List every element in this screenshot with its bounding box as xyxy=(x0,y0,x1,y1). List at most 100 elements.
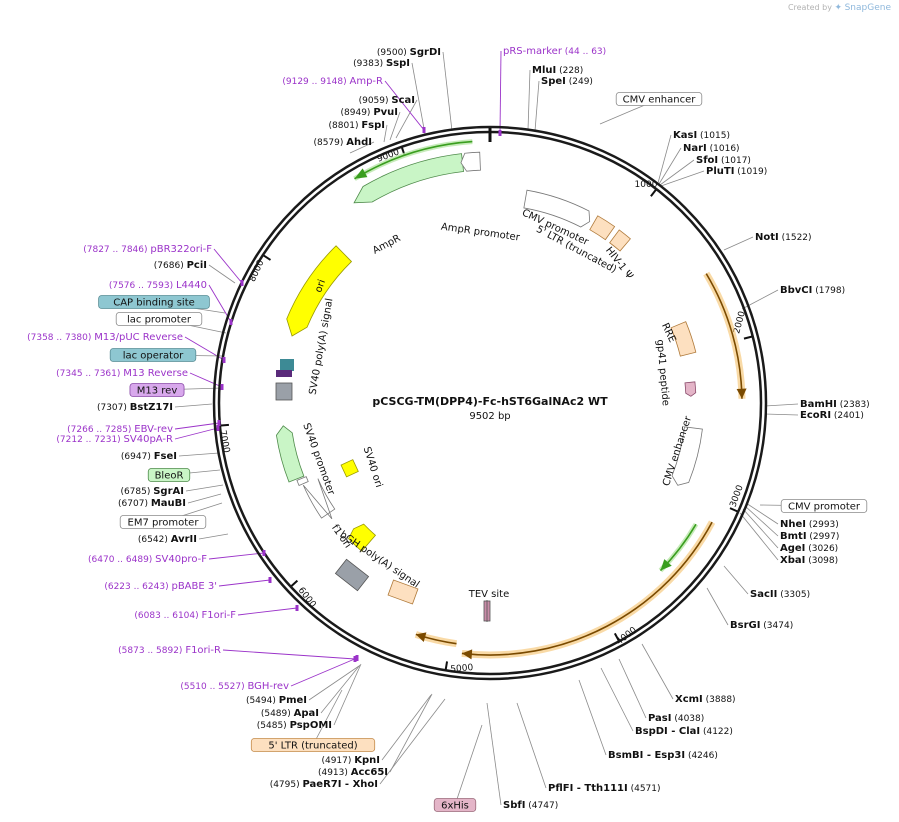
bgh-polya-glyph xyxy=(334,558,370,592)
feature-label-gp41-peptide: gp41 peptide xyxy=(654,339,671,406)
site-label-ecori: EcoRI (2401) xyxy=(800,410,864,421)
site-leader-line xyxy=(411,62,426,135)
site-label-bamhi: BamHI (2383) xyxy=(800,399,870,410)
feature-box-cap-binding-site xyxy=(98,295,210,309)
feature-box-label: lac promoter xyxy=(127,315,192,326)
feature-label-ori: ori xyxy=(313,278,328,294)
site-leader-line xyxy=(187,493,222,504)
site-leader-line xyxy=(764,403,799,407)
site-leader-line xyxy=(739,512,779,561)
site-label-maubi: (6707) MauBI xyxy=(118,498,186,509)
ampr-orf-arc-arrowhead xyxy=(354,168,368,179)
ampr-arrow xyxy=(353,153,464,204)
site-leader-line xyxy=(578,679,607,756)
site-leader-line xyxy=(383,124,388,143)
site-leader-line xyxy=(723,236,754,251)
sv40-polya-glyph xyxy=(275,382,293,401)
feature-label-ampr-promoter: AmpR promoter xyxy=(440,222,521,244)
site-label-scai: (9059) ScaI xyxy=(359,95,415,106)
primer-binding-mark xyxy=(220,384,224,390)
cmv-promoter-arrow xyxy=(523,189,591,228)
site-label-bsrgi: BsrGI (3474) xyxy=(730,620,793,631)
orf-arc-lower-arrowhead xyxy=(461,649,473,660)
primer-label-m13-puc-reverse: (7358 .. 7380) M13/pUC Reverse xyxy=(27,332,183,343)
feature-box-label: CMV promoter xyxy=(788,502,861,513)
feature-box-cmv-promoter xyxy=(780,499,868,513)
f1-ori-arrow xyxy=(348,523,377,552)
feature-label-sv40-ori: SV40 ori xyxy=(361,446,384,489)
feature-box-6xhis xyxy=(433,798,477,812)
rre-glyph xyxy=(670,321,697,357)
tick-mark xyxy=(263,254,272,261)
site-label-nhei: NheI (2993) xyxy=(780,519,839,530)
primer-binding-mark xyxy=(222,357,226,363)
feature-label-tev-site: TEV site xyxy=(468,589,510,600)
feature-box-lac-operator xyxy=(109,348,197,362)
site-leader-line xyxy=(534,80,540,132)
site-label-paer7i-xhoi: (4795) PaeR7I - XhoI xyxy=(270,779,378,790)
orf-arc-lower-2-arrowhead xyxy=(415,632,427,642)
primer-label-pbabe-3: (6223 .. 6243) pBABE 3' xyxy=(104,581,217,592)
primer-leader-line xyxy=(174,427,219,440)
site-leader-line xyxy=(486,702,502,806)
site-leader-line xyxy=(198,533,229,540)
tick-mark xyxy=(444,661,449,670)
tick-mark xyxy=(743,335,752,340)
site-label-acc65i: (4913) Acc65I xyxy=(318,767,388,778)
site-leader-line xyxy=(389,693,433,773)
site-label-sgrai: (6785) SgrAI xyxy=(120,486,184,497)
site-leader-line xyxy=(320,664,361,714)
site-label-kasi: KasI (1015) xyxy=(673,130,730,141)
site-leader-line xyxy=(659,159,695,186)
primer-label-amp-r: (9129 .. 9148) Amp-R xyxy=(282,76,383,87)
site-label-bmti: BmtI (2997) xyxy=(780,531,839,542)
site-leader-line xyxy=(381,694,432,761)
tick-mark xyxy=(650,189,657,197)
ori-arrow xyxy=(286,245,353,337)
site-leader-line xyxy=(389,111,401,141)
site-leader-line xyxy=(658,147,682,185)
primer-label-m13-reverse: (7345 .. 7361) M13 Reverse xyxy=(56,368,188,379)
cmv-enhancer-arrow xyxy=(671,426,703,486)
tick-label: 5000 xyxy=(450,663,474,675)
feature-label-sv40-promoter: SV40 promoter xyxy=(300,422,336,498)
plasmid-title-group: pCSCG-TM(DPP4)-Fc-hST6GalNAc2 WT 9502 bp xyxy=(372,395,608,422)
hiv-psi-glyph xyxy=(609,229,631,252)
primer-binding-mark xyxy=(240,280,244,286)
site-leader-line xyxy=(641,643,674,700)
site-leader-line xyxy=(442,51,453,132)
feature-label-ampr: AmpR xyxy=(371,233,403,257)
primer-label-f1ori-f: (6083 .. 6104) F1ori-F xyxy=(134,610,236,621)
primer-label-pbr322ori-f: (7827 .. 7846) pBR322ori-F xyxy=(83,244,212,255)
site-label-pasi: PasI (4038) xyxy=(648,713,704,724)
feature-box-label: 5' LTR (truncated) xyxy=(268,741,357,752)
site-leader-line xyxy=(333,663,362,726)
primer-binding-mark xyxy=(295,605,299,611)
primer-label-prs-marker: pRS-marker (44 .. 63) xyxy=(503,46,606,57)
em7-promoter-arrow xyxy=(296,476,309,486)
orf-arc-upper xyxy=(705,273,743,399)
site-label-sfoi: SfoI (1017) xyxy=(696,155,751,166)
tick-label: 1000 xyxy=(635,180,658,190)
site-leader-line xyxy=(706,587,729,626)
site-label-sacii: SacII (3305) xyxy=(750,589,810,600)
site-label-bsmbi-esp3i: BsmBI - Esp3I (4246) xyxy=(608,750,718,761)
primer-binding-mark xyxy=(353,656,357,662)
primer-label-bgh-rev: (5510 .. 5527) BGH-rev xyxy=(180,681,289,692)
site-leader-line xyxy=(657,134,672,184)
site-label-mlui: MluI (228) xyxy=(532,65,583,76)
m13-rev-glyph xyxy=(276,370,292,377)
site-label-bstz17i: (7307) BstZ17I xyxy=(97,402,173,413)
tick-mark xyxy=(220,423,229,427)
lac-operator-glyph xyxy=(280,359,294,371)
site-leader-line xyxy=(600,667,634,732)
feature-box-label: EM7 promoter xyxy=(128,518,200,529)
feature-box-label: BleoR xyxy=(155,471,184,482)
brand-name: SnapGene xyxy=(844,3,891,13)
feature-box-label: 6xHis xyxy=(441,801,469,812)
site-label-pluti: PluTI (1019) xyxy=(706,166,767,177)
gp41-peptide-arrow xyxy=(684,381,697,397)
orf-arc-upper-arrowhead xyxy=(736,388,747,399)
primer-leader-line xyxy=(208,552,265,560)
feature-box-5-ltr-truncated xyxy=(250,738,376,752)
